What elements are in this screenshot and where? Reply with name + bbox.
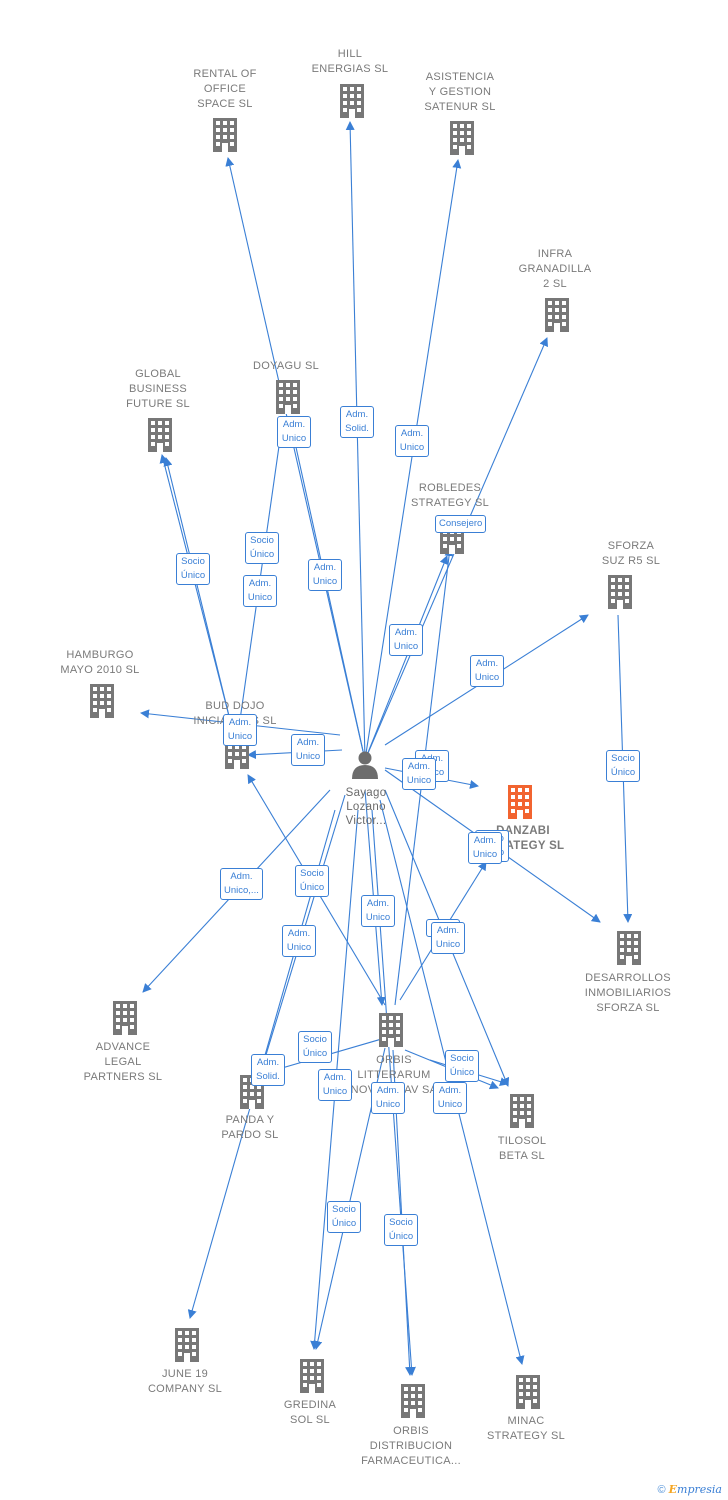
- edge-label-person-to-desarrollos[interactable]: Adm. Unico: [468, 832, 502, 864]
- node-asistencia[interactable]: [450, 121, 474, 155]
- edge-label-buddojo-to-doyagu[interactable]: Adm. Unico: [243, 575, 277, 607]
- edge-label-orbis-to-tilosol[interactable]: Socio Único: [445, 1050, 479, 1082]
- edge-label-person-to-asistencia[interactable]: Adm. Unico: [395, 425, 429, 457]
- edge-label-orbis-to-buddojo[interactable]: Socio Único: [295, 865, 329, 897]
- node-label-desarrollos[interactable]: DESARROLLOS INMOBILIARIOS SFORZA SL: [584, 972, 672, 1014]
- edge-label-person-to-hill[interactable]: Adm. Solid.: [340, 406, 374, 438]
- edge-label-person-to-sforza[interactable]: Adm. Unico: [470, 655, 504, 687]
- node-label-advance[interactable]: ADVANCE LEGAL PARTNERS SL: [83, 1041, 163, 1083]
- node-label-orbisdist[interactable]: ORBIS DISTRIBUCION FARMACEUTICA...: [361, 1425, 461, 1467]
- node-label-global[interactable]: GLOBAL BUSINESS FUTURE SL: [126, 368, 190, 410]
- node-advance[interactable]: [113, 1001, 137, 1035]
- edge-label-person-to-global[interactable]: Socio Único: [176, 553, 210, 585]
- building-icon: [379, 1013, 403, 1047]
- edge-label-person-to-gredina[interactable]: Adm. Unico: [318, 1069, 352, 1101]
- edge-label-person-to-doyagu[interactable]: Adm. Unico: [308, 559, 342, 591]
- node-minac[interactable]: [516, 1375, 540, 1409]
- nodes-layer: [90, 84, 641, 1418]
- building-icon: [276, 380, 300, 414]
- node-sforza[interactable]: [608, 575, 632, 609]
- edge-label-person-to-rental[interactable]: Adm. Unico: [277, 416, 311, 448]
- edge-label-orbis-to-tilosol[interactable]: Adm. Unico: [433, 1082, 467, 1114]
- edge-buddojo-to-global: [163, 457, 231, 721]
- node-infra[interactable]: [545, 298, 569, 332]
- node-doyagu[interactable]: [276, 380, 300, 414]
- node-danzabi[interactable]: [508, 785, 532, 819]
- building-icon: [300, 1359, 324, 1393]
- edge-label-person-to-panda[interactable]: Adm. Unico: [282, 925, 316, 957]
- edge-label-person-to-advance[interactable]: Adm. Unico,...: [220, 868, 263, 900]
- building-icon: [545, 298, 569, 332]
- edge-label-person-to-orbis[interactable]: Adm. Unico: [361, 895, 395, 927]
- edge-label-orbis-to-robledes[interactable]: Adm. Unico: [402, 758, 436, 790]
- node-label-panda[interactable]: PANDA Y PARDO SL: [221, 1114, 279, 1141]
- edge-person-to-hill: [345, 121, 366, 761]
- building-icon: [617, 931, 641, 965]
- node-hamburgo[interactable]: [90, 684, 114, 718]
- node-orbis[interactable]: [379, 1013, 403, 1047]
- building-icon: [401, 1384, 425, 1418]
- node-orbisdist[interactable]: [401, 1384, 425, 1418]
- empresia-logo: Empresia: [668, 1483, 722, 1496]
- node-label-person[interactable]: Sayago Lozano Victor...: [345, 787, 387, 827]
- node-tilosol[interactable]: [510, 1094, 534, 1128]
- node-june[interactable]: [175, 1328, 199, 1362]
- edge-label-person-to-orbisdist[interactable]: Adm. Unico: [371, 1082, 405, 1114]
- edge-label-person-to-minac[interactable]: Adm. Unico: [431, 922, 465, 954]
- edge-label-sforza-to-desarrollos[interactable]: Socio Único: [606, 750, 640, 782]
- building-icon: [516, 1375, 540, 1409]
- edge-label-buddojo-to-global[interactable]: Socio Único: [245, 532, 279, 564]
- node-label-robledes[interactable]: ROBLEDES STRATEGY SL: [410, 482, 490, 509]
- building-icon: [148, 418, 172, 452]
- node-label-asistencia[interactable]: ASISTENCIA Y GESTION SATENUR SL: [424, 71, 496, 113]
- copyright-symbol: ©: [657, 1484, 666, 1496]
- edge-person-to-asistencia: [364, 159, 462, 761]
- edge-label-person-to-june[interactable]: Adm. Solid.: [251, 1054, 285, 1086]
- node-gredina[interactable]: [300, 1359, 324, 1393]
- building-icon: [90, 684, 114, 718]
- edge-label-person-to-infra[interactable]: Consejero: [435, 515, 487, 533]
- edge-label-orbis-to-gredina[interactable]: Socio Único: [327, 1201, 361, 1233]
- node-rental[interactable]: [213, 118, 237, 152]
- edge-label-person-to-robledes[interactable]: Adm. Unico: [389, 624, 423, 656]
- node-label-gredina[interactable]: GREDINA SOL SL: [283, 1399, 337, 1426]
- building-icon: [608, 575, 632, 609]
- person-icon[interactable]: [352, 751, 378, 780]
- node-label-infra[interactable]: INFRA GRANADILLA 2 SL: [518, 248, 592, 290]
- edge-label-person-to-hamburgo[interactable]: Adm. Unico: [223, 714, 257, 746]
- node-label-tilosol[interactable]: TILOSOL BETA SL: [497, 1135, 547, 1162]
- node-hill[interactable]: [340, 84, 364, 118]
- edge-person-to-robledes: [364, 555, 449, 761]
- node-label-doyagu[interactable]: DOYAGU SL: [252, 360, 320, 372]
- edge-person-to-rental: [225, 157, 366, 761]
- node-label-rental[interactable]: RENTAL OF OFFICE SPACE SL: [193, 68, 257, 110]
- building-icon: [510, 1094, 534, 1128]
- edge-buddojo-to-doyagu: [239, 417, 287, 721]
- building-icon: [113, 1001, 137, 1035]
- building-icon: [450, 121, 474, 155]
- node-label-hamburgo[interactable]: HAMBURGO MAYO 2010 SL: [60, 649, 140, 676]
- building-icon: [213, 118, 237, 152]
- building-icon: [175, 1328, 199, 1362]
- building-icon: [340, 84, 364, 118]
- footer-brand[interactable]: © Empresia: [657, 1483, 722, 1496]
- node-desarrollos[interactable]: [617, 931, 641, 965]
- node-label-sforza[interactable]: SFORZA SUZ R5 SL: [601, 540, 661, 567]
- edge-label-orbis-to-orbisdist[interactable]: Socio Único: [384, 1214, 418, 1246]
- edge-label-orbis-to-panda[interactable]: Socio Único: [298, 1031, 332, 1063]
- building-icon: [508, 785, 532, 819]
- node-global[interactable]: [148, 418, 172, 452]
- edge-label-person-to-buddojo[interactable]: Adm. Unico: [291, 734, 325, 766]
- node-label-june[interactable]: JUNE 19 COMPANY SL: [147, 1368, 223, 1395]
- node-label-minac[interactable]: MINAC STRATEGY SL: [486, 1415, 566, 1442]
- node-label-hill[interactable]: HILL ENERGIAS SL: [311, 48, 389, 75]
